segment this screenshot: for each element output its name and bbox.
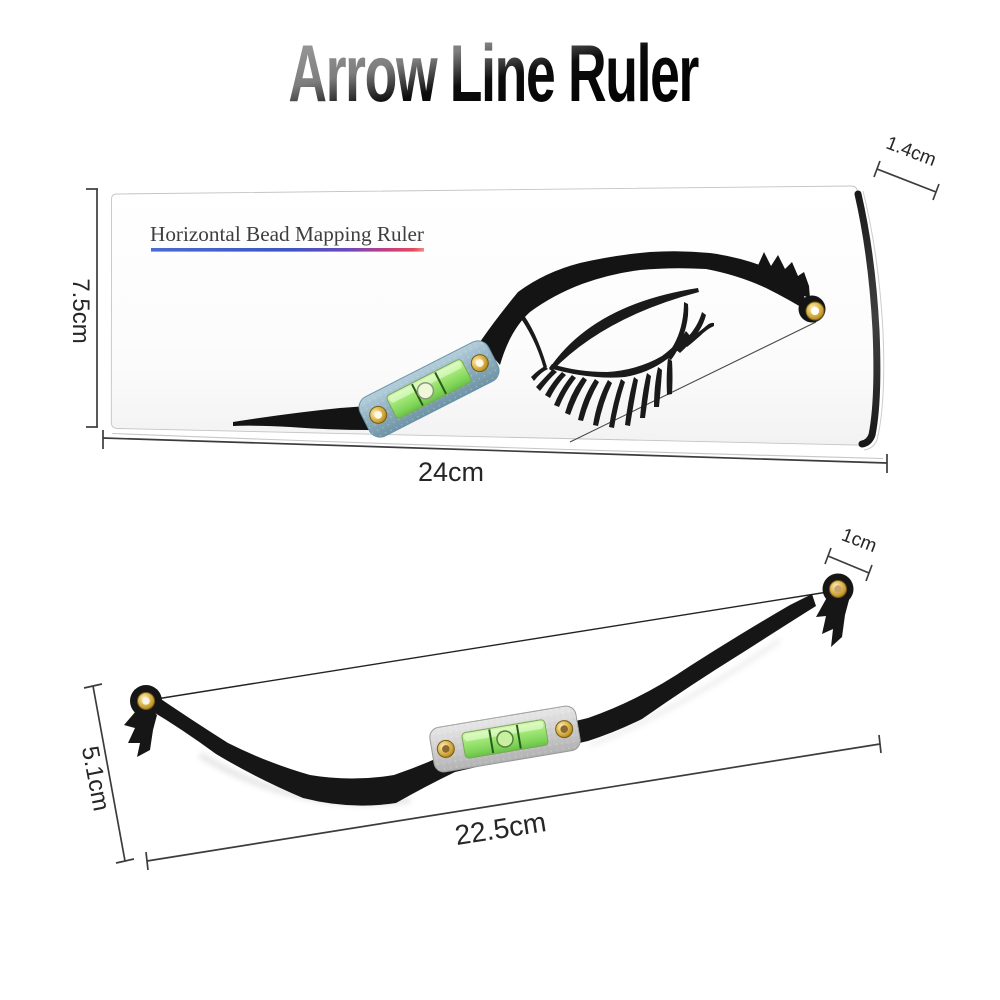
eye-lash-line [549,331,691,378]
box-print-title: Horizontal Bead Mapping Ruler [150,222,424,246]
product-housing-grommet [436,720,574,758]
dimension-line-product-width [145,734,882,871]
eye-lashes-illustration [517,288,714,428]
product-level-bubble [496,730,514,748]
box-side-panel [854,190,881,448]
dimension-line-box-height [86,188,98,428]
box-level-bubble [416,382,435,400]
dimension-line-product-tip [824,547,873,582]
dimension-line-product-height [83,683,135,864]
eye-crease [517,310,547,369]
box-ruler-graphic [233,251,826,438]
product-right-feather-spikes [816,592,849,647]
page-title: Arrow Line Ruler [163,34,823,115]
box-ruler-tip-grommet [805,301,825,321]
product-right-grommet [829,580,847,598]
product-level-housing [429,705,581,773]
product-box-illustration: Horizontal Bead Mapping Ruler [110,185,885,460]
product-width-label: 22.5cm [453,806,549,851]
dimension-line-box-depth [873,160,940,201]
product-tip-label: 1cm [838,525,879,557]
box-ruler-band [480,251,809,365]
box-ruler-feather-spikes [755,252,810,298]
box-ruler-tail [233,406,370,430]
box-bottom-rim [112,432,884,460]
product-band [150,594,816,806]
box-width-label: 24cm [418,457,484,487]
bow-ruler-product [124,573,854,806]
box-depth-label: 1.4cm [883,133,939,171]
box-side-rim [862,190,885,451]
product-string [149,590,835,701]
box-height-label: 7.5cm [67,278,94,343]
product-height-label: 5.1cm [76,744,115,813]
box-print-rule [151,248,424,252]
product-dimension-annotations [83,547,882,871]
product-left-grommet [137,692,155,710]
box-level-housing [358,340,500,438]
dimension-line-box-width [102,430,888,473]
box-housing-grommet [369,354,489,424]
product-shadow-right [589,637,782,748]
box-dimension-annotations [86,160,940,473]
